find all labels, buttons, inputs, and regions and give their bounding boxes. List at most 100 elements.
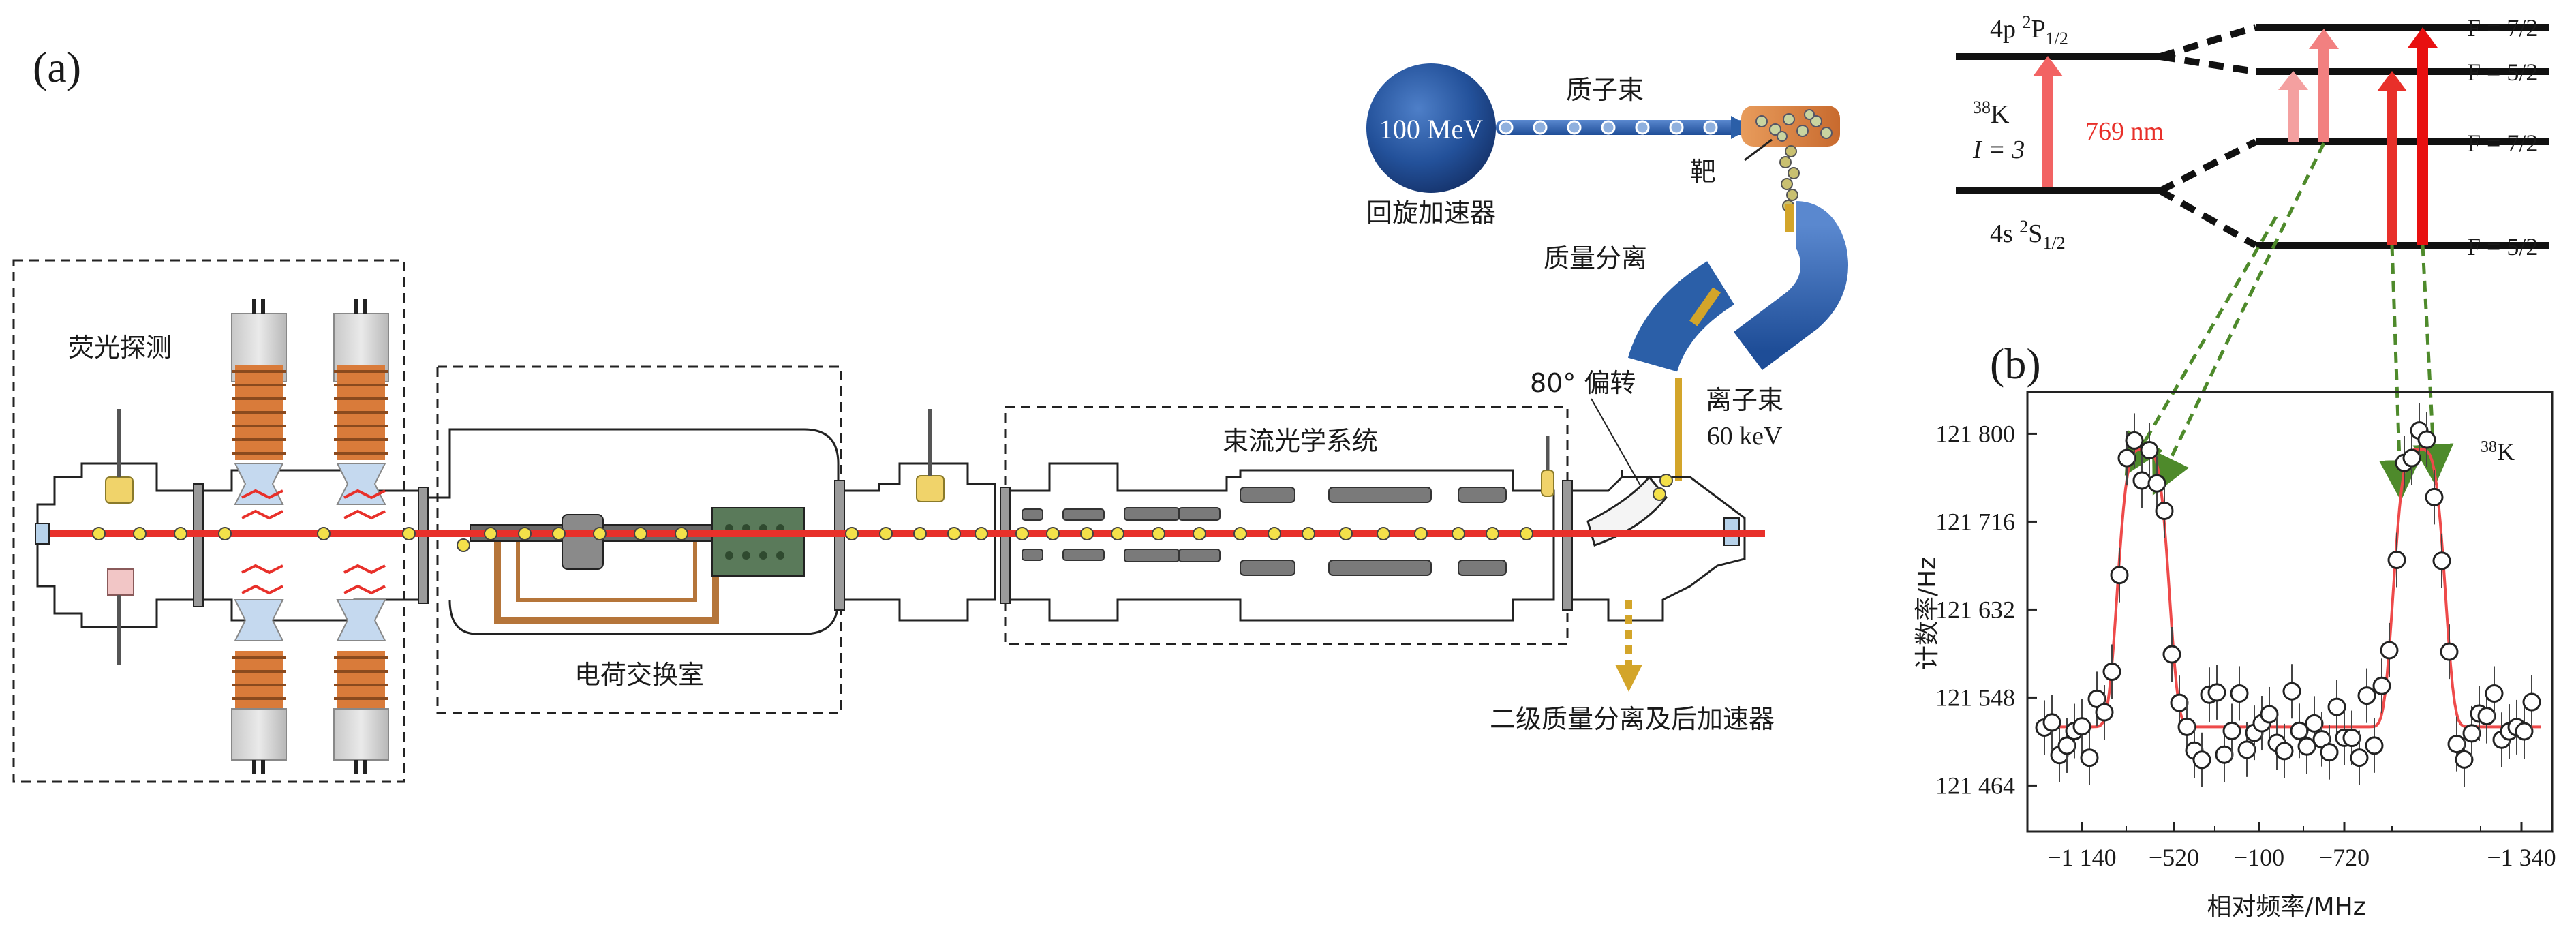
- data-point: [2110, 566, 2129, 585]
- chart-annotation: 38K: [2481, 438, 2515, 466]
- transition-arrows: [2033, 27, 2438, 245]
- data-point: [2042, 713, 2061, 732]
- x-tick-label: −100: [2234, 844, 2284, 871]
- f-label: F = 5/2: [2467, 59, 2538, 86]
- data-point: [2380, 641, 2399, 660]
- x-tick-label: −520: [2149, 844, 2199, 871]
- post-accel-label: 二级质量分离及后加速器: [1490, 704, 1775, 734]
- data-point: [2102, 662, 2121, 681]
- beam-optics-label: 束流光学系统: [1223, 426, 1378, 456]
- data-point: [2222, 721, 2241, 740]
- f-label: F = 7/2: [2467, 14, 2538, 42]
- data-point: [2237, 740, 2256, 759]
- data-point: [2365, 736, 2384, 755]
- data-point: [2207, 683, 2226, 702]
- mass-separation-label: 质量分离: [1544, 243, 1647, 273]
- pmt-upper-right: [333, 299, 389, 505]
- fit-curve: [2038, 448, 2541, 729]
- data-point: [2425, 487, 2444, 506]
- data-point: [2117, 448, 2136, 468]
- x-axis-ticks: −1 140−520−100−720−1 340: [2047, 822, 2556, 871]
- data-point: [2342, 729, 2361, 748]
- data-point: [2155, 501, 2174, 520]
- f-label: F = 7/2: [2467, 130, 2538, 157]
- yellow-cylinder-1: [105, 476, 134, 504]
- data-points: [2035, 403, 2541, 787]
- fluorescence-box: [12, 259, 405, 783]
- data-point: [2417, 430, 2436, 449]
- panel-b-label: (b): [1990, 339, 2041, 388]
- flanges: [193, 480, 1573, 611]
- cyclotron: 100 MeV: [1366, 63, 1496, 193]
- data-point: [2485, 684, 2504, 703]
- data-point: [2177, 717, 2196, 736]
- upper-state-label: 4p 2P1/2: [1990, 12, 2068, 48]
- pmt-upper-left: [231, 299, 287, 505]
- lower-state-label: 4s 2S1/2: [1990, 217, 2066, 253]
- data-point: [2192, 750, 2211, 770]
- cyclotron-name: 回旋加速器: [1366, 198, 1496, 228]
- energy-levels: [1956, 24, 2549, 249]
- pmt-lower-left: [231, 599, 287, 774]
- plot-frame: [2026, 391, 2554, 833]
- ion-beam-label: 离子束: [1706, 385, 1783, 415]
- data-point: [2350, 748, 2369, 767]
- proton-beam-pipe: [1496, 116, 1751, 139]
- data-point: [2522, 692, 2541, 712]
- data-point: [2140, 441, 2159, 460]
- charge-exchange-box: [436, 365, 842, 714]
- data-point: [2432, 551, 2451, 570]
- yellow-cylinder-2: [916, 475, 945, 502]
- yellow-cylinder-3: [1541, 470, 1554, 497]
- data-point: [2080, 748, 2099, 767]
- data-point: [2387, 550, 2406, 569]
- f-labels: F = 7/2 F = 5/2 F = 7/2 F = 5/2: [2467, 14, 2538, 260]
- fluorescence-photons: [241, 489, 386, 595]
- y-tick-label: 121 632: [1935, 596, 2015, 623]
- data-point: [2095, 703, 2114, 722]
- fluorescence-label: 荧光探测: [68, 333, 172, 363]
- panel-a-label: (a): [33, 43, 81, 91]
- y-tick-label: 121 716: [1935, 508, 2015, 535]
- beam-particles: [92, 474, 1673, 552]
- beam-optics-plates: [1022, 487, 1507, 576]
- data-point: [2447, 735, 2466, 754]
- x-tick-label: −1 140: [2047, 844, 2116, 871]
- data-point: [2275, 742, 2294, 761]
- data-point: [2290, 721, 2309, 740]
- cyclotron-energy: 100 MeV: [1379, 114, 1483, 144]
- data-point: [2372, 676, 2391, 695]
- ion-energy-label: 60 keV: [1707, 422, 1783, 451]
- pmt-lower-right: [333, 599, 389, 774]
- data-point: [2462, 724, 2481, 743]
- data-point: [2215, 745, 2234, 764]
- data-point: [2260, 705, 2279, 724]
- exit-arrow: [1615, 600, 1642, 692]
- data-point: [2230, 684, 2249, 703]
- charge-exchange-label: 电荷交换室: [574, 660, 704, 690]
- data-point: [2327, 697, 2346, 716]
- isotope-label: 38K: [1973, 97, 2010, 129]
- y-axis-label: 计数率/Hz: [1914, 557, 1942, 670]
- x-axis-label: 相对频率/MHz: [2207, 893, 2365, 921]
- f-label: F = 5/2: [2467, 233, 2538, 260]
- data-point: [2477, 707, 2496, 726]
- data-point: [2440, 642, 2459, 661]
- pink-cube: [107, 568, 134, 596]
- data-point: [2170, 693, 2189, 712]
- target-label: 靶: [1690, 157, 1716, 187]
- data-point: [2297, 737, 2316, 756]
- x-tick-label: −1 340: [2487, 844, 2556, 871]
- spin-label: I = 3: [1972, 136, 2025, 164]
- mass-separator: [1627, 201, 1848, 481]
- data-point: [2162, 645, 2181, 664]
- y-tick-label: 121 548: [1935, 684, 2015, 711]
- target: [1741, 106, 1840, 162]
- data-point: [2515, 722, 2534, 741]
- green-arrows: [2124, 142, 2454, 501]
- data-point: [2455, 750, 2474, 769]
- data-point: [2132, 471, 2151, 490]
- data-point: [2125, 431, 2144, 450]
